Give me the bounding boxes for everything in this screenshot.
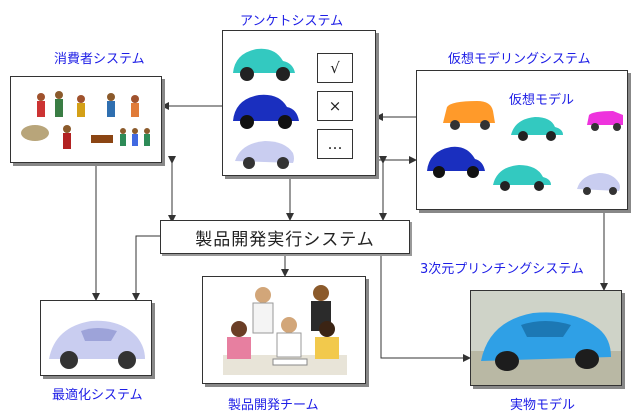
physical-model-box <box>470 290 622 386</box>
team-illustration <box>223 285 347 375</box>
car-cyan-icon <box>493 165 551 191</box>
printing-system-label: 3次元プリンチングシステム <box>420 262 584 277</box>
virtual-modeling-system-label: 仮想モデリングシステム <box>448 52 591 67</box>
virtual-model-label: 仮想モデル <box>509 93 575 108</box>
people-icon <box>223 285 347 375</box>
arrow-center-physical <box>377 249 471 362</box>
physical-car <box>471 291 621 385</box>
arrow-center-to-optimization <box>132 235 160 301</box>
virtual-modeling-system-box: 仮想モデル <box>416 70 628 210</box>
virtual-cars <box>427 101 623 195</box>
car-silver-icon <box>235 141 294 169</box>
product-dev-team-box <box>202 276 366 384</box>
physical-model-label: 実物モデル <box>510 398 576 413</box>
car-magenta-icon <box>587 111 623 131</box>
car-blue-icon <box>427 146 485 178</box>
car-silver-icon <box>49 320 145 369</box>
survey-cars <box>233 48 299 169</box>
car-cyan-icon <box>233 48 295 81</box>
car-lightblue-icon <box>481 312 611 371</box>
optimized-car <box>49 320 145 369</box>
product-dev-execution-system-box: 製品開発実行システム <box>160 220 410 254</box>
car-silver-icon <box>577 173 620 195</box>
car-blue-icon <box>233 94 299 129</box>
option-check: √ <box>317 53 353 83</box>
consumer-system-label: 消費者システム <box>54 52 145 67</box>
consumer-system-box <box>10 76 162 163</box>
car-cyan-icon <box>511 117 563 141</box>
survey-system-label: アンケトシステム <box>240 14 344 29</box>
option-cross: × <box>317 91 353 121</box>
optimization-system-label: 最適化システム <box>52 388 143 403</box>
option-ellipsis: … <box>317 129 353 159</box>
survey-system-box: √ × … <box>222 30 376 176</box>
van-orange-icon <box>443 101 495 130</box>
people-icon <box>21 91 150 149</box>
product-dev-team-label: 製品開発チーム <box>228 398 319 413</box>
optimization-system-box <box>40 300 152 376</box>
consumers-illustration <box>21 91 150 149</box>
